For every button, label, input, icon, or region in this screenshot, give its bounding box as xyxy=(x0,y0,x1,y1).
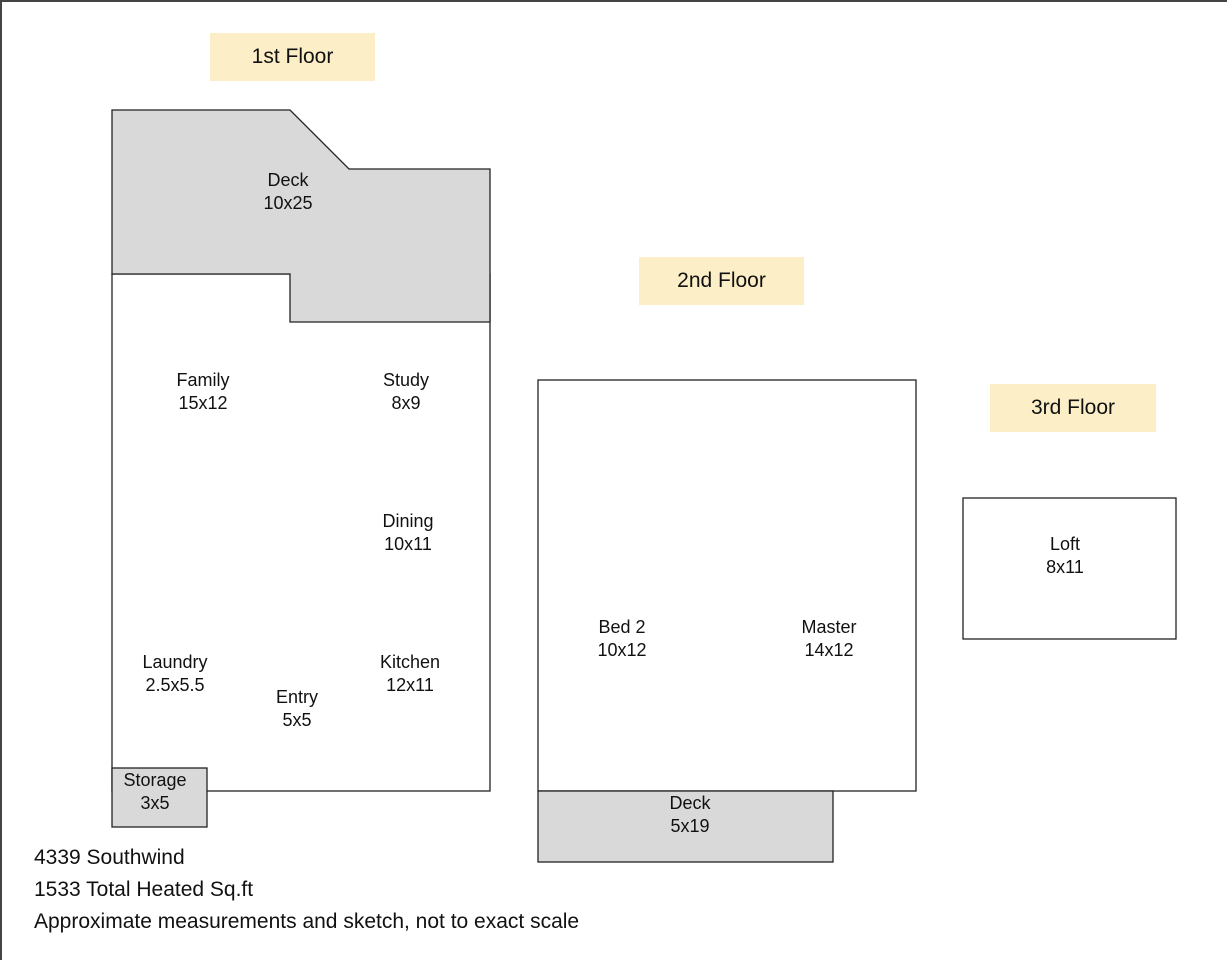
room-name: Deck xyxy=(669,793,711,813)
room-size: 12x11 xyxy=(386,675,434,695)
third-floor-label: 3rd Floor xyxy=(990,384,1156,432)
room-size: 8x11 xyxy=(1046,557,1084,577)
room-name: Bed 2 xyxy=(598,617,646,637)
room-name: Family xyxy=(176,370,230,390)
first-floor-label: 1st Floor xyxy=(210,33,375,81)
room-dining: Dining 10x11 xyxy=(382,510,433,556)
third-floor-outline xyxy=(962,497,1177,640)
room-entry: Entry 5x5 xyxy=(276,686,318,732)
room-size: 10x12 xyxy=(597,640,647,660)
second-floor-label: 2nd Floor xyxy=(639,257,804,305)
room-name: Entry xyxy=(275,687,319,707)
room-master: Master 14x12 xyxy=(801,616,856,662)
room-size: 14x12 xyxy=(804,640,854,660)
square-footage-text: 1533 Total Heated Sq.ft xyxy=(34,878,254,901)
room-name: Master xyxy=(801,617,857,637)
room-size: 5x5 xyxy=(282,710,312,730)
room-name: Laundry xyxy=(142,652,208,672)
room-deck-first-floor: Deck 10x25 xyxy=(263,169,312,215)
room-size: 5x19 xyxy=(670,816,710,836)
room-size: 2.5x5.5 xyxy=(145,675,205,695)
room-name: Loft xyxy=(1049,534,1081,554)
room-name: Storage xyxy=(123,770,187,790)
storage-area xyxy=(111,767,208,828)
disclaimer-text: Approximate measurements and sketch, not… xyxy=(34,910,580,933)
room-storage: Storage 3x5 xyxy=(123,769,186,815)
room-study: Study 8x9 xyxy=(383,369,429,415)
address-text: 4339 Southwind xyxy=(34,846,185,869)
room-bed-2: Bed 2 10x12 xyxy=(597,616,646,662)
room-name: Dining xyxy=(382,511,434,531)
room-size: 10x11 xyxy=(384,534,432,554)
room-size: 10x25 xyxy=(263,193,313,213)
room-size: 15x12 xyxy=(178,393,228,413)
room-size: 8x9 xyxy=(391,393,421,413)
second-floor-outline xyxy=(537,379,917,792)
first-floor-deck-area xyxy=(111,109,491,323)
room-name: Deck xyxy=(267,170,309,190)
room-deck-second-floor: Deck 5x19 xyxy=(669,792,710,838)
room-name: Study xyxy=(382,370,430,390)
room-size: 3x5 xyxy=(140,793,170,813)
room-loft: Loft 8x11 xyxy=(1046,533,1084,579)
room-kitchen: Kitchen 12x11 xyxy=(380,651,440,697)
second-floor-deck-area xyxy=(537,790,834,863)
room-name: Kitchen xyxy=(379,652,441,672)
room-family: Family 15x12 xyxy=(177,369,230,415)
first-floor-outline xyxy=(111,273,491,792)
room-laundry: Laundry 2.5x5.5 xyxy=(142,651,207,697)
